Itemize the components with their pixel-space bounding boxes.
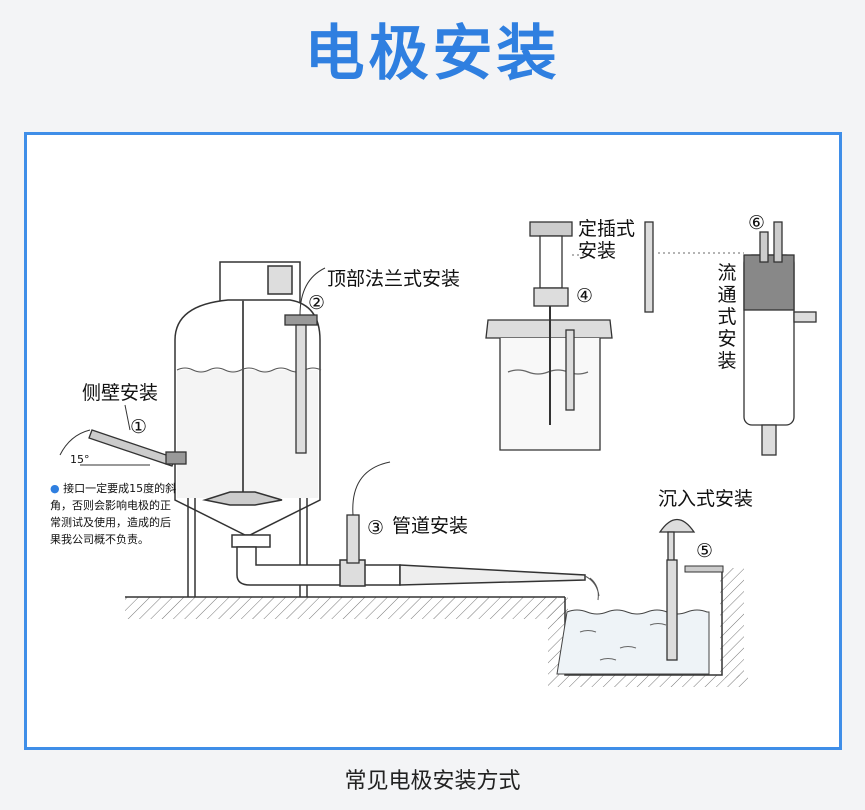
warning-note: ● 接口一定要成15度的斜角，否则会影响电极的正常测试及使用，造成的后果我公司概… <box>50 480 178 548</box>
immersion-electrode <box>658 518 696 661</box>
marker-3: ③ <box>367 517 385 539</box>
plug-in-vessel <box>485 221 654 451</box>
label-pipe: 管道安装 <box>392 515 469 537</box>
label-leader <box>124 404 131 431</box>
marker-5: ⑤ <box>696 540 714 562</box>
side-electrode <box>59 429 187 467</box>
note-text: 接口一定要成15度的斜角，否则会影响电极的正常测试及使用，造成的后果我公司概不负… <box>50 482 177 546</box>
bullet-icon: ● <box>50 482 60 495</box>
marker-6: ⑥ <box>748 212 766 234</box>
tank <box>174 261 322 597</box>
marker-1: ① <box>130 416 148 438</box>
label-flow-through: 流通式安装 <box>717 262 737 372</box>
marker-2: ② <box>308 292 326 314</box>
flow-through-cell <box>658 221 817 456</box>
top-electrode <box>284 267 326 454</box>
page-title: 电极安装 <box>304 19 561 89</box>
label-plug-in: 定插式安装 <box>578 218 636 262</box>
label-immersion: 沉入式安装 <box>658 488 754 510</box>
ground <box>125 565 748 687</box>
figure-caption: 常见电极安装方式 <box>344 769 521 794</box>
marker-4: ④ <box>576 285 594 307</box>
angle-label: 15° <box>70 453 90 466</box>
label-top-flange: 顶部法兰式安装 <box>327 268 461 290</box>
label-side-wall: 侧壁安装 <box>82 382 159 404</box>
pipe-electrode <box>346 461 391 564</box>
pipe <box>236 546 600 601</box>
